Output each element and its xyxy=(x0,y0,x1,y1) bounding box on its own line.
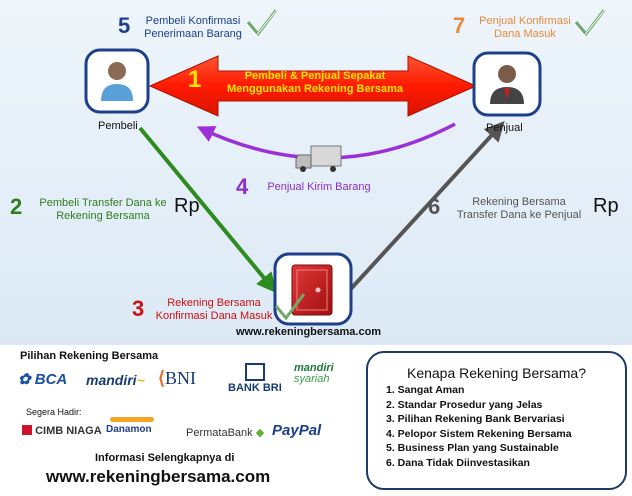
step7-number: 7 xyxy=(453,13,466,38)
step3-text-line2: Konfirmasi Dana Masuk xyxy=(155,310,273,322)
step5-number: 5 xyxy=(118,13,131,38)
site-url-large[interactable]: www.rekeningbersama.com xyxy=(46,467,271,486)
reason-item: 3. Pilihan Rekening Bank Bervariasi xyxy=(386,413,565,426)
site-url-small[interactable]: www.rekeningbersama.com xyxy=(236,326,382,338)
step2-text-line1: Pembeli Transfer Dana ke xyxy=(39,197,167,209)
step2-rp-symbol: Rp xyxy=(174,195,200,217)
bank-logo-bca: ✿ BCA xyxy=(18,371,68,388)
seller-node xyxy=(472,51,542,117)
step6-rp-symbol: Rp xyxy=(593,195,619,217)
reason-item: 2. Standar Prosedur yang Jelas xyxy=(386,398,543,411)
bni-emblem-icon: ⟨ xyxy=(158,368,166,388)
permata-emblem-icon: ◆ xyxy=(255,427,265,439)
bank-logo-paypal: PayPal xyxy=(272,422,322,439)
step2-number: 2 xyxy=(10,194,23,219)
reasons-list: 1. Sangat Aman 2. Standar Prosedur yang J… xyxy=(382,383,572,471)
seller-person-icon xyxy=(490,65,524,104)
check-icon-step7 xyxy=(573,7,607,37)
coming-soon-title: Segera Hadir: xyxy=(26,407,82,417)
bank-logo-danamon: Danamon xyxy=(106,417,154,435)
danamon-swoosh-icon xyxy=(110,417,154,422)
check-icon-step3 xyxy=(274,293,306,321)
step7-text-line1: Penjual Konfirmasi xyxy=(479,15,571,27)
reasons-box: Kenapa Rekening Bersama? 1. Sangat Aman 2… xyxy=(366,351,627,490)
bank-logo-mandiri: mandiri~ xyxy=(86,372,145,388)
step1-number: 1 xyxy=(188,66,202,93)
bank-options-title: Pilihan Rekening Bersama xyxy=(20,350,159,362)
mandiri-wave-icon: ~ xyxy=(136,372,145,388)
bank-logo-cimb: CIMB NIAGA xyxy=(22,425,102,437)
check-icon-step5 xyxy=(245,7,279,37)
bri-emblem-icon xyxy=(244,363,265,381)
transaction-flow-diagram xyxy=(0,0,632,345)
transfer-to-escrow-arrow xyxy=(138,126,277,294)
bca-emblem-icon: ✿ xyxy=(18,371,31,388)
reason-item: 4. Pelopor Sistem Rekening Bersama xyxy=(386,427,572,440)
step6-text-line1: Rekening Bersama xyxy=(472,196,566,208)
cimb-emblem-icon xyxy=(22,425,32,435)
step6-text-line2: Transfer Dana ke Penjual xyxy=(456,209,582,221)
buyer-person-icon xyxy=(101,62,133,101)
reason-item: 1. Sangat Aman xyxy=(386,384,465,396)
truck-icon xyxy=(295,145,342,172)
buyer-node xyxy=(84,48,150,114)
step3-text-line1: Rekening Bersama xyxy=(167,297,261,309)
reasons-title: Kenapa Rekening Bersama? xyxy=(406,365,586,381)
seller-label: Penjual xyxy=(486,122,523,134)
step4-text: Penjual Kirim Barang xyxy=(267,181,371,193)
transfer-to-seller-arrow xyxy=(346,121,505,294)
safe-icon xyxy=(291,264,333,316)
step3-number: 3 xyxy=(132,296,145,321)
reason-item: 5. Business Plan yang Sustainable xyxy=(386,442,559,455)
step1-text-line1: Pembeli & Penjual Sepakat xyxy=(244,70,386,82)
bank-logo-bri: BANK BRI xyxy=(228,363,282,394)
bank-logo-permata: PermataBank ◆ xyxy=(186,427,265,439)
step5-text-line1: Pembeli Konfirmasi xyxy=(145,15,241,27)
bank-logo-bni: ⟨BNI xyxy=(158,368,197,388)
info-line: Informasi Selengkapnya di xyxy=(95,452,235,464)
bank-options-panel: Pilihan Rekening Bersama ✿ BCA mandiri~ … xyxy=(0,345,360,496)
step5-text-line2: Penerimaan Barang xyxy=(144,28,242,40)
buyer-label: Pembeli xyxy=(98,120,138,132)
reason-item: 6. Dana Tidak Diinvestasikan xyxy=(386,456,530,469)
step1-text-line2: Menggunakan Rekening Bersama xyxy=(226,83,404,95)
step4-number: 4 xyxy=(236,174,249,199)
step2-text-line2: Rekening Bersama xyxy=(56,210,150,222)
step7-text-line2: Dana Masuk xyxy=(494,28,556,40)
step6-number: 6 xyxy=(428,194,441,219)
escrow-safe-node xyxy=(273,252,353,326)
